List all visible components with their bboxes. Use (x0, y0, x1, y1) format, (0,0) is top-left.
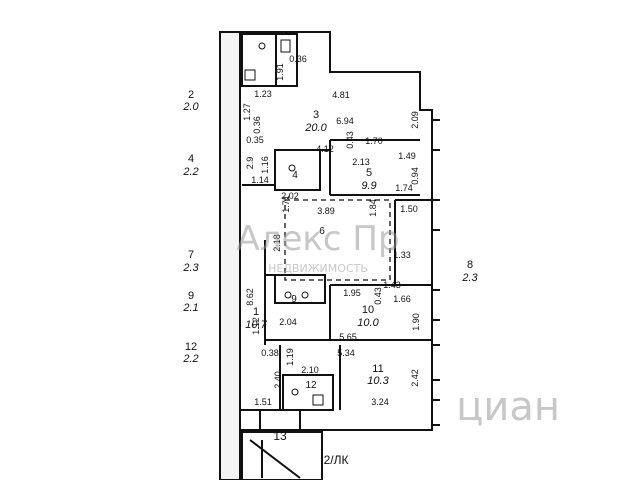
dim-label: 1.70 (365, 136, 383, 146)
outside-label-4-h: 2.2 (182, 166, 198, 178)
plan-walls (219, 31, 440, 480)
room-1-area: 10.7 (245, 319, 267, 331)
outside-label-2-num: 2 (188, 89, 194, 101)
room-13-label: 13 (273, 429, 287, 443)
room-10-num: 10 (362, 304, 374, 316)
dim-label: 1.66 (393, 294, 411, 304)
dim-label: 0.43 (373, 287, 383, 305)
room-6-label: 6 (319, 226, 325, 237)
dim-label: 1.91 (275, 63, 285, 81)
watermark-main: Алекс Пр (236, 219, 399, 259)
dim-label: 1.27 (242, 103, 252, 121)
fixture-icons (244, 39, 324, 406)
watermark-corner: циан (456, 384, 560, 430)
dim-label: 2.04 (279, 317, 297, 327)
dim-label: 2.9 (245, 157, 255, 170)
dim-label: 1.23 (254, 89, 272, 99)
dim-label: 1.16 (260, 156, 270, 174)
dim-label: 0.35 (246, 135, 264, 145)
dim-label: 1.43 (383, 280, 401, 290)
room-11-area: 10.3 (367, 375, 389, 387)
dim-label: 1.51 (254, 397, 272, 407)
dim-label: 2.02 (281, 191, 299, 201)
room-4-label: 4 (292, 170, 298, 181)
toilet-icon (280, 39, 291, 53)
room-labels: 3 20.0 5 9.9 10 10.0 11 10.3 1 10.7 4 6 … (245, 109, 389, 467)
dim-label: 1.90 (411, 313, 421, 331)
outside-label-7-num: 7 (188, 249, 194, 261)
outside-label-7-h: 2.3 (182, 262, 199, 274)
dim-label: 1.19 (285, 348, 295, 366)
dim-label: 1.74 (395, 183, 413, 193)
dim-label: 2.18 (272, 234, 282, 252)
room-3-num: 3 (313, 109, 319, 121)
dim-label: 2.09 (410, 111, 420, 129)
room-10-area: 10.0 (357, 317, 379, 329)
outside-label-4-num: 4 (188, 153, 194, 165)
dim-label: 1.71 (281, 195, 291, 213)
room-5-num: 5 (366, 167, 372, 179)
dim-label: 4.12 (316, 144, 334, 154)
stair-label: 2/ЛК (324, 453, 349, 467)
dim-label: 3.24 (371, 397, 389, 407)
room-1-num: 1 (253, 306, 259, 318)
dim-label: 0.43 (345, 131, 355, 149)
stove-icon (301, 291, 309, 299)
dim-label: 5.65 (339, 332, 357, 342)
outside-label-12-num: 12 (185, 341, 197, 353)
room-5-area: 9.9 (361, 180, 376, 192)
dim-label: 1.84 (368, 199, 378, 217)
outside-label-8-num: 8 (467, 259, 473, 271)
watermark-sub: НЕДВИЖИМОСТЬ (268, 262, 368, 275)
dim-label: 4.81 (332, 90, 350, 100)
lamp-icon (258, 42, 266, 50)
dim-label: 2.40 (273, 371, 283, 389)
dim-label: 1.33 (393, 250, 411, 260)
room-11-num: 11 (372, 363, 383, 375)
dim-label: 1.95 (343, 288, 361, 298)
outside-labels: 2 2.0 4 2.2 7 2.3 9 2.1 12 2.2 8 2.3 (182, 89, 478, 365)
dim-label: 1.14 (251, 175, 269, 185)
lamp-icon (284, 291, 292, 299)
outside-label-12-h: 2.2 (182, 353, 198, 365)
room-12-label: 12 (305, 380, 317, 391)
dim-label: 0.36 (289, 54, 307, 64)
dimension-labels: 0.36 1.91 1.23 1.27 0.36 0.35 4.81 6.94 … (242, 54, 421, 407)
room-9-label: 9 (291, 294, 297, 305)
lamp-icon (291, 388, 299, 396)
sink-icon (244, 69, 256, 81)
sink-icon (312, 394, 324, 406)
room-3-area: 20.0 (304, 122, 327, 134)
dim-label: 8.62 (245, 288, 255, 306)
lamp-icon (288, 164, 296, 172)
dim-label: 1.50 (400, 204, 418, 214)
outside-label-2-h: 2.0 (182, 101, 199, 113)
watermark: Алекс Пр НЕДВИЖИМОСТЬ циан (236, 219, 560, 430)
outside-label-9-h: 2.1 (182, 302, 198, 314)
dim-label: 0.36 (252, 116, 262, 134)
outside-label-9-num: 9 (188, 290, 194, 302)
dim-label: 1.49 (398, 151, 416, 161)
dim-label: 1.12 (251, 317, 261, 335)
dim-label: 6.94 (336, 116, 354, 126)
dim-label: 2.13 (352, 157, 370, 167)
dim-label: 5.34 (337, 348, 355, 358)
dim-label: 3.89 (317, 206, 335, 216)
dim-label: 2.10 (301, 365, 319, 375)
outside-label-8-h: 2.3 (461, 272, 478, 284)
dim-label: 0.94 (410, 167, 420, 185)
dim-label: 2.42 (410, 369, 420, 387)
dim-label: 0.38 (261, 348, 279, 358)
